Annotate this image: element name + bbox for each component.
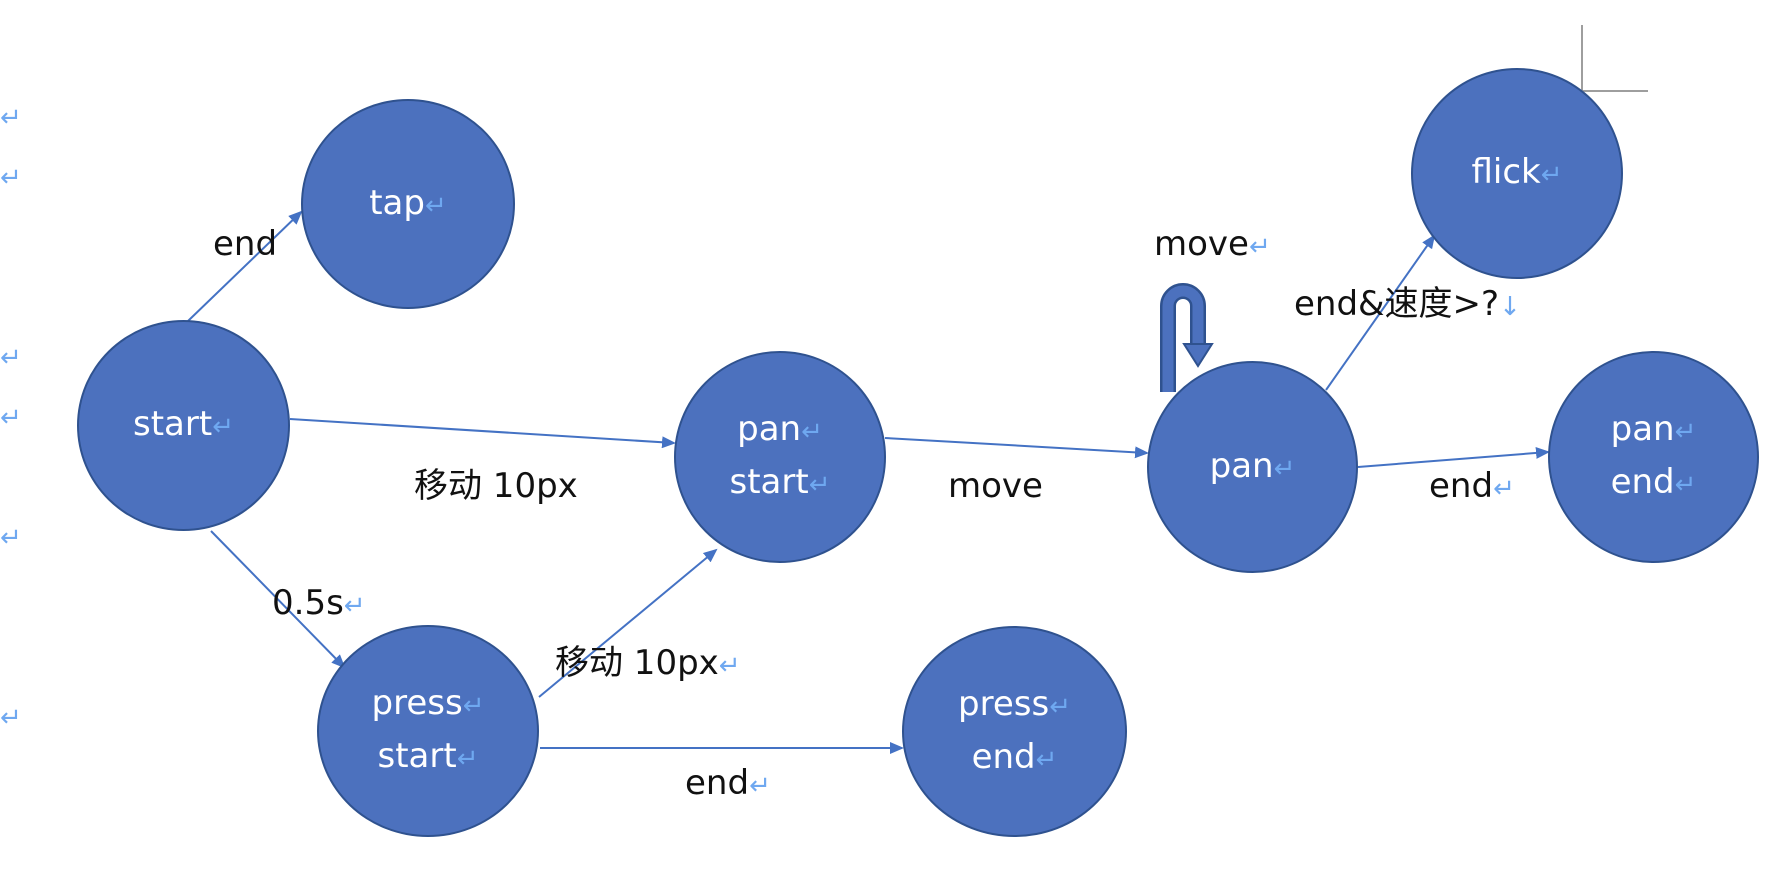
edge-label-pan-flick: end&速度>?↓ (1294, 284, 1521, 324)
return-mark: ↵ (424, 190, 447, 221)
state-node-pan: pan↵ (1147, 361, 1358, 573)
return-mark: ↵ (1035, 744, 1058, 775)
return-mark: ↵ (456, 744, 479, 774)
state-node-flick: flick↵ (1411, 68, 1623, 279)
state-node-tap: tap↵ (301, 99, 515, 309)
return-mark: ↵ (718, 651, 741, 681)
edge-label-pan-start-pan: move (948, 466, 1043, 506)
return-mark: ↵ (1540, 160, 1563, 190)
edge-label-pan-self-loop: move↵ (1154, 224, 1271, 264)
edge-pan-to-flick (1325, 234, 1436, 391)
state-node-start: start↵ (77, 320, 290, 531)
margin-return-mark: ↵ (0, 703, 22, 733)
node-label: end (1610, 462, 1675, 502)
state-node-pan-end: pan↵ end↵ (1548, 351, 1759, 563)
edge-label-press-start-press-end: end↵ (685, 763, 771, 803)
return-mark: ↵ (808, 470, 831, 500)
pan-self-loop-arrow (1160, 283, 1214, 392)
margin-return-mark: ↵ (0, 163, 22, 193)
margin-return-mark: ↵ (0, 403, 22, 433)
return-mark: ↵ (343, 591, 366, 621)
node-label: start (729, 462, 809, 502)
margin-return-mark: ↵ (0, 103, 22, 133)
return-mark: ↵ (1674, 470, 1697, 500)
node-label: tap (369, 182, 425, 223)
node-label: end (971, 736, 1036, 777)
return-mark: ↵ (1248, 232, 1271, 262)
return-mark: ↵ (462, 691, 485, 721)
edge-press-start-to-pan-start (538, 548, 718, 698)
down-arrow-mark: ↓ (1499, 292, 1521, 322)
edge-start-to-press-start (210, 530, 346, 669)
margin-corner-mark (1581, 25, 1648, 92)
return-mark: ↵ (1674, 417, 1697, 447)
state-node-pan-start: pan↵ start↵ (674, 351, 886, 563)
margin-return-mark: ↵ (0, 523, 22, 553)
return-mark: ↵ (1049, 691, 1071, 722)
edge-label-press-start-pan-start: 移动 10px↵ (555, 643, 741, 683)
return-mark: ↵ (1493, 474, 1515, 504)
node-label: flick (1471, 152, 1541, 192)
node-label: start (377, 736, 457, 776)
node-label: pan (1610, 409, 1675, 449)
margin-return-mark: ↵ (0, 343, 22, 373)
edge-label-start-tap: end (213, 224, 278, 264)
edge-start-to-pan-start (289, 418, 676, 449)
edge-label-start-press-start: 0.5s↵ (272, 583, 366, 623)
return-mark: ↵ (749, 771, 771, 801)
node-label: press (371, 683, 463, 723)
state-node-press-start: press↵ start↵ (317, 625, 539, 837)
node-label: press (958, 683, 1050, 724)
node-label: pan (737, 409, 802, 449)
edge-label-pan-pan-end: end↵ (1429, 466, 1515, 506)
edge-start-to-tap (187, 210, 303, 322)
return-mark: ↵ (212, 412, 234, 442)
node-label: start (133, 404, 213, 444)
node-label: pan (1209, 445, 1274, 486)
state-node-press-end: press↵ end↵ (902, 626, 1127, 837)
return-mark: ↵ (801, 417, 823, 447)
edge-pan-start-to-pan (884, 437, 1149, 459)
edge-pan-to-pan-end (1357, 446, 1550, 468)
return-mark: ↵ (1273, 453, 1296, 484)
edge-label-start-pan-start: 移动 10px (414, 466, 578, 506)
